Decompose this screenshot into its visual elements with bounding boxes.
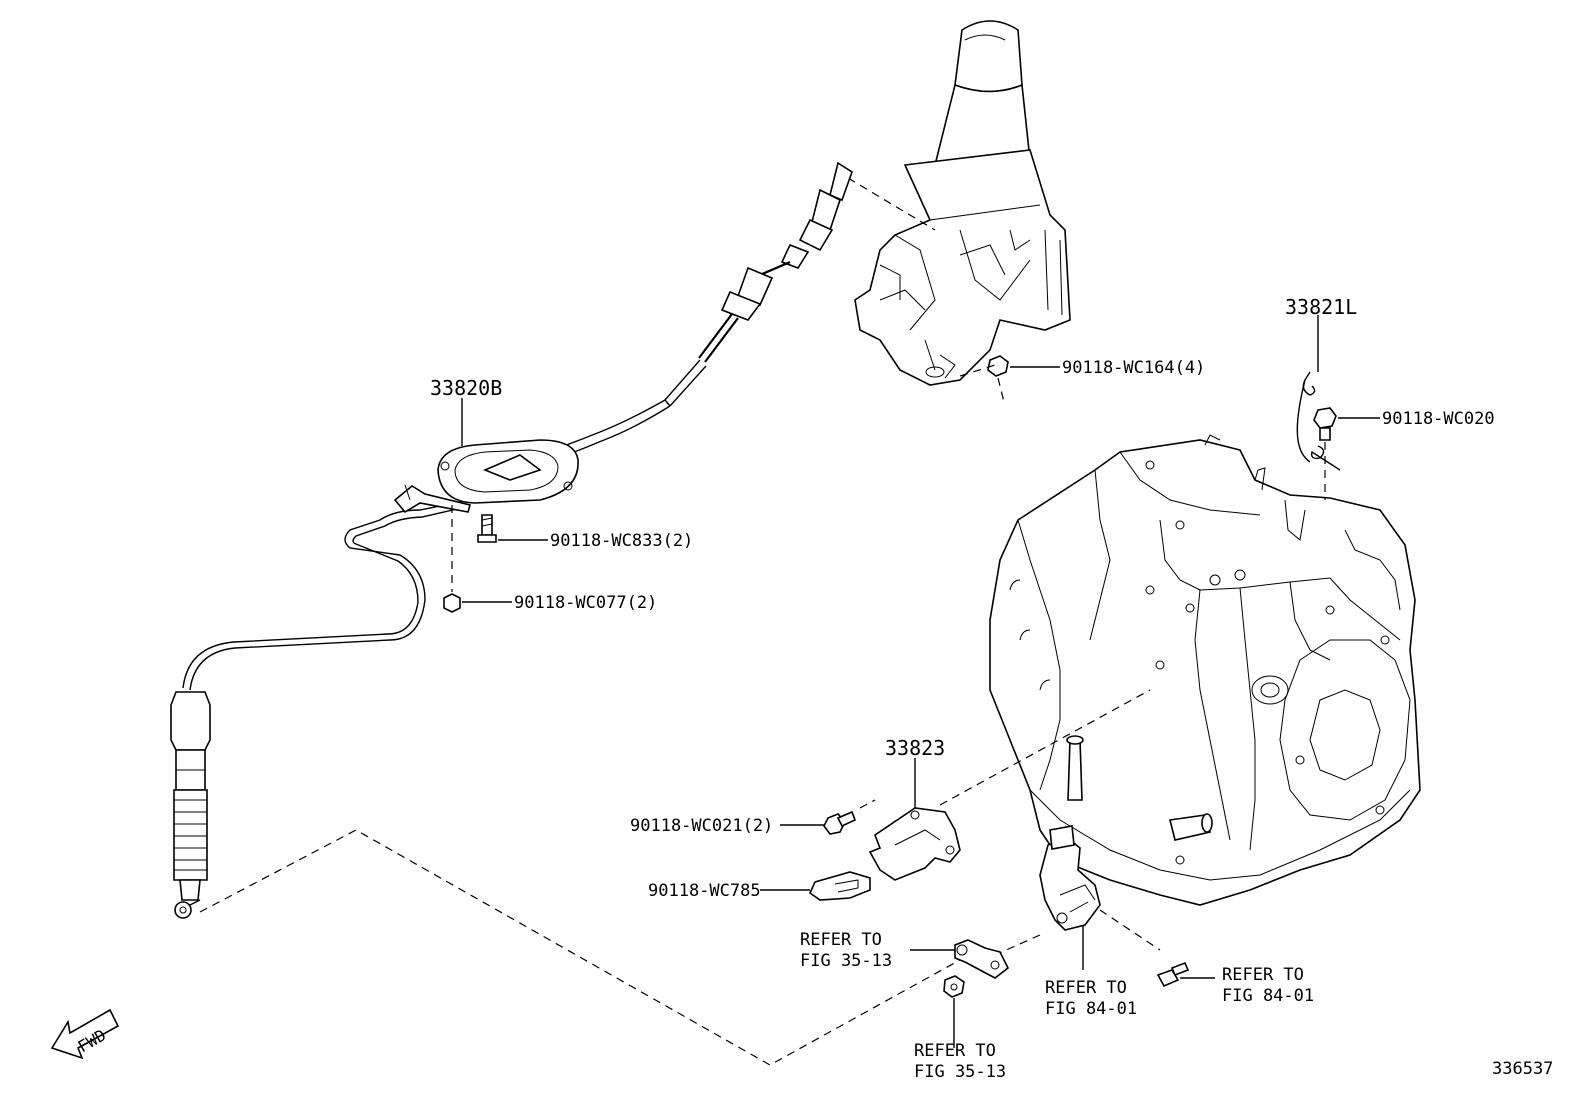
park-neutral-switch bbox=[1039, 825, 1101, 931]
callout-wc021: 90118-WC021(2) bbox=[630, 816, 773, 836]
refer-fig3513-a-line2: FIG 35-13 bbox=[800, 951, 892, 971]
callout-33820b: 33820B bbox=[430, 376, 502, 400]
manual-control-lever bbox=[954, 939, 1010, 979]
callout-wc833: 90118-WC833(2) bbox=[550, 531, 693, 551]
callout-wc164: 90118-WC164(4) bbox=[1062, 358, 1205, 378]
callout-wc077: 90118-WC077(2) bbox=[514, 593, 657, 613]
bolt-wc020 bbox=[1313, 407, 1337, 441]
refer-fig3513-a-line1: REFER TO bbox=[800, 930, 882, 950]
fwd-arrow-icon: FWD bbox=[50, 1008, 120, 1060]
diagram-number: 336537 bbox=[1492, 1059, 1553, 1079]
bracket-33823 bbox=[868, 807, 961, 881]
cable-bracket bbox=[393, 484, 471, 514]
nut-wc077 bbox=[443, 593, 461, 613]
callout-wc785: 90118-WC785 bbox=[648, 881, 761, 901]
shift-cable bbox=[170, 161, 853, 919]
callout-wc020: 90118-WC020 bbox=[1382, 409, 1495, 429]
refer-fig3513-b-line2: FIG 35-13 bbox=[914, 1062, 1006, 1082]
transmission-assembly bbox=[989, 434, 1421, 906]
clip-33821l bbox=[1296, 371, 1341, 471]
bolt-fig8401 bbox=[1156, 961, 1190, 988]
refer-fig8401-b-line2: FIG 84-01 bbox=[1222, 986, 1314, 1006]
refer-fig8401-a-line2: FIG 84-01 bbox=[1045, 999, 1137, 1019]
callout-33821l: 33821L bbox=[1285, 295, 1357, 319]
refer-fig8401-b-line1: REFER TO bbox=[1222, 965, 1304, 985]
refer-fig3513-b-line1: REFER TO bbox=[914, 1041, 996, 1061]
callout-33823: 33823 bbox=[885, 736, 945, 760]
bolt-wc021 bbox=[823, 810, 857, 835]
nut-wc164 bbox=[959, 355, 1009, 403]
nut-fig3513 bbox=[943, 975, 965, 998]
shift-lever-assembly bbox=[854, 20, 1071, 386]
bolt-wc833 bbox=[477, 514, 497, 543]
refer-fig8401-a-line1: REFER TO bbox=[1045, 978, 1127, 998]
clip-wc785 bbox=[808, 871, 871, 901]
floor-grommet-33820b bbox=[437, 439, 579, 504]
